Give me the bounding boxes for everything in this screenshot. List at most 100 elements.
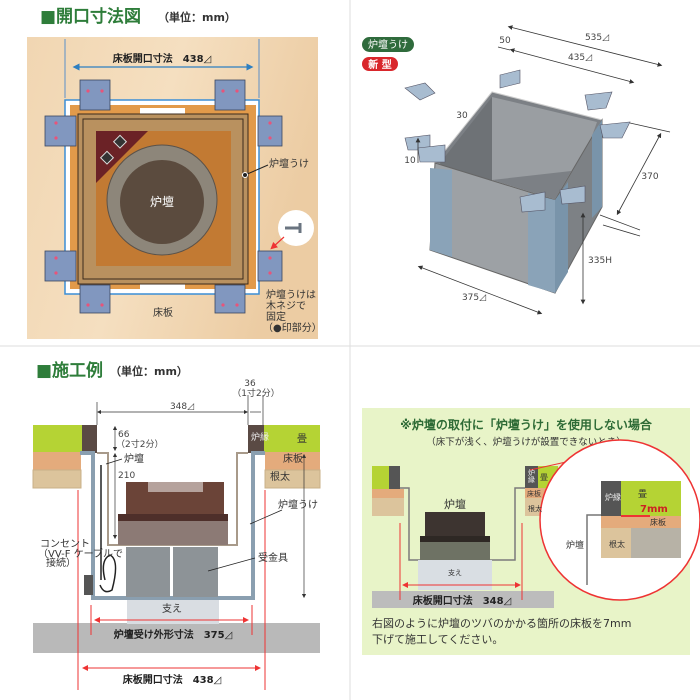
joist-left	[372, 498, 404, 516]
note-line: （●印部分）	[263, 321, 322, 334]
flange-brackets	[404, 69, 631, 213]
outlet-box	[84, 575, 93, 595]
note-subtitle: （床下が浅く、炉壇うけが設置できないとき）	[426, 436, 626, 448]
floor-left	[372, 489, 404, 498]
box-corner-strip	[555, 182, 568, 293]
label-bracket: 受金具	[258, 551, 288, 564]
badge-text: 新 型	[368, 58, 391, 71]
label-robuchi: 炉縁	[605, 492, 621, 502]
ground	[33, 623, 320, 653]
ground	[372, 591, 554, 608]
robo-corner-triangle	[96, 131, 148, 183]
leader-dot	[242, 172, 248, 178]
label-robo-uke: 炉壇うけ	[278, 498, 318, 511]
dim-rim-sun: （1寸2分）	[232, 387, 279, 399]
screw-arrow	[270, 236, 285, 250]
dim-depth: 370	[641, 172, 658, 182]
robuchi-right	[248, 425, 264, 453]
robo-body	[425, 512, 485, 536]
floor-right	[525, 488, 558, 498]
install-dimension-lines	[96, 395, 307, 599]
unit-label: （単位：mm）	[158, 10, 236, 24]
dim-height: 335H	[588, 256, 612, 266]
label-tatami: 畳	[297, 433, 307, 445]
robuchi-left	[82, 425, 97, 453]
label-joist: 根太	[609, 539, 625, 549]
product-name-badge	[362, 37, 414, 52]
box-corner-strip	[592, 120, 602, 218]
note-line: 木ネジで	[266, 300, 306, 312]
note-body-line: 下げて施工してください。	[372, 633, 503, 646]
panel-opening-diagram: ■開口寸法図 （単位：mm） 床板開口寸法 438◿ 炉壇	[27, 6, 322, 339]
label-joist: 根太	[270, 470, 290, 483]
dim-gap: 30	[456, 111, 468, 121]
control-knob	[112, 134, 128, 149]
label-tatami: 畳	[540, 473, 548, 482]
panel-title: ■施工例	[36, 360, 103, 381]
new-model-badge	[362, 57, 398, 71]
leader-lines	[105, 458, 283, 572]
note-body-line: 右図のように炉壇のツバのかかる箇所の床板を7mm	[372, 616, 631, 630]
joist-detail	[601, 528, 631, 558]
dim-top: 348◿	[170, 402, 194, 412]
screw-note: 炉壇うけは 木ネジで 固定 （●印部分）	[263, 288, 322, 334]
label-floor: 床板	[283, 452, 303, 465]
floor-detail	[601, 516, 681, 528]
dim-depth-sun: （2寸2分）	[116, 438, 163, 450]
label-floor: 床板	[527, 489, 541, 498]
box-corner-strip	[430, 168, 452, 257]
label-robuchi: 炉縁	[251, 431, 269, 443]
label-robo: 炉壇	[566, 539, 584, 551]
tatami-detail	[621, 481, 681, 516]
robuchi-right	[525, 466, 538, 488]
label-support: 支え	[162, 603, 182, 615]
label-outlet-note: （VV-F ケーブルで	[38, 547, 123, 560]
dim-rim: 36	[244, 379, 256, 389]
label-outlet: コンセント	[40, 538, 90, 550]
dim-thickness: 10	[404, 156, 416, 166]
robuchi-left	[389, 466, 400, 490]
label-tatami: 畳	[638, 489, 647, 500]
label-drop-7mm: 7mm	[640, 504, 668, 515]
control-knob	[99, 150, 115, 165]
screw-icon	[285, 223, 302, 233]
unit-label: （単位：mm）	[110, 364, 188, 378]
red-guide-lines	[399, 459, 576, 600]
panel-installation-example: ■施工例 （単位：mm）	[32, 360, 321, 690]
dim-210: 210	[118, 471, 135, 481]
dim-flange: 50	[499, 36, 511, 46]
joist-left	[32, 469, 82, 489]
dim-inner: 435◿	[568, 53, 592, 63]
floor-right	[265, 452, 320, 470]
tatami-right	[264, 425, 320, 452]
label-robo: 炉壇	[124, 452, 144, 465]
robuchi-detail	[601, 481, 621, 516]
panel-product-drawing: 炉壇うけ 新 型 535◿ 435◿ 50	[362, 25, 671, 315]
gap-marker	[140, 108, 185, 114]
cable	[99, 465, 117, 593]
panel-title: ■開口寸法図	[40, 6, 141, 27]
robo-uke-cross-section	[80, 451, 265, 600]
robo-edge-detail	[586, 514, 601, 585]
note-line: 固定	[266, 310, 286, 323]
robo-label: 炉壇	[150, 194, 174, 209]
robo-base	[118, 521, 228, 545]
label-robo: 炉壇	[444, 497, 466, 511]
dim-depth: 66	[118, 430, 130, 440]
floor-label: 床板	[153, 306, 173, 319]
robo-base	[420, 542, 490, 560]
label-outlet-note: 接続）	[46, 556, 76, 569]
robo-pot	[120, 160, 204, 244]
robo-uke-label: 炉壇うけ	[269, 157, 309, 170]
robo-highlight	[148, 476, 203, 492]
label-robuchi: 炉縁	[528, 468, 536, 483]
dim-bottom: 375◿	[462, 293, 486, 303]
robo-uke-inner-edge	[82, 118, 244, 280]
tatami-left	[33, 425, 83, 452]
label-joist: 根太	[528, 504, 542, 513]
gap-marker	[140, 283, 185, 289]
floor-left	[33, 452, 81, 470]
robo-rim	[420, 536, 490, 542]
opening-dimension-label: 床板開口寸法 438◿	[113, 52, 212, 65]
